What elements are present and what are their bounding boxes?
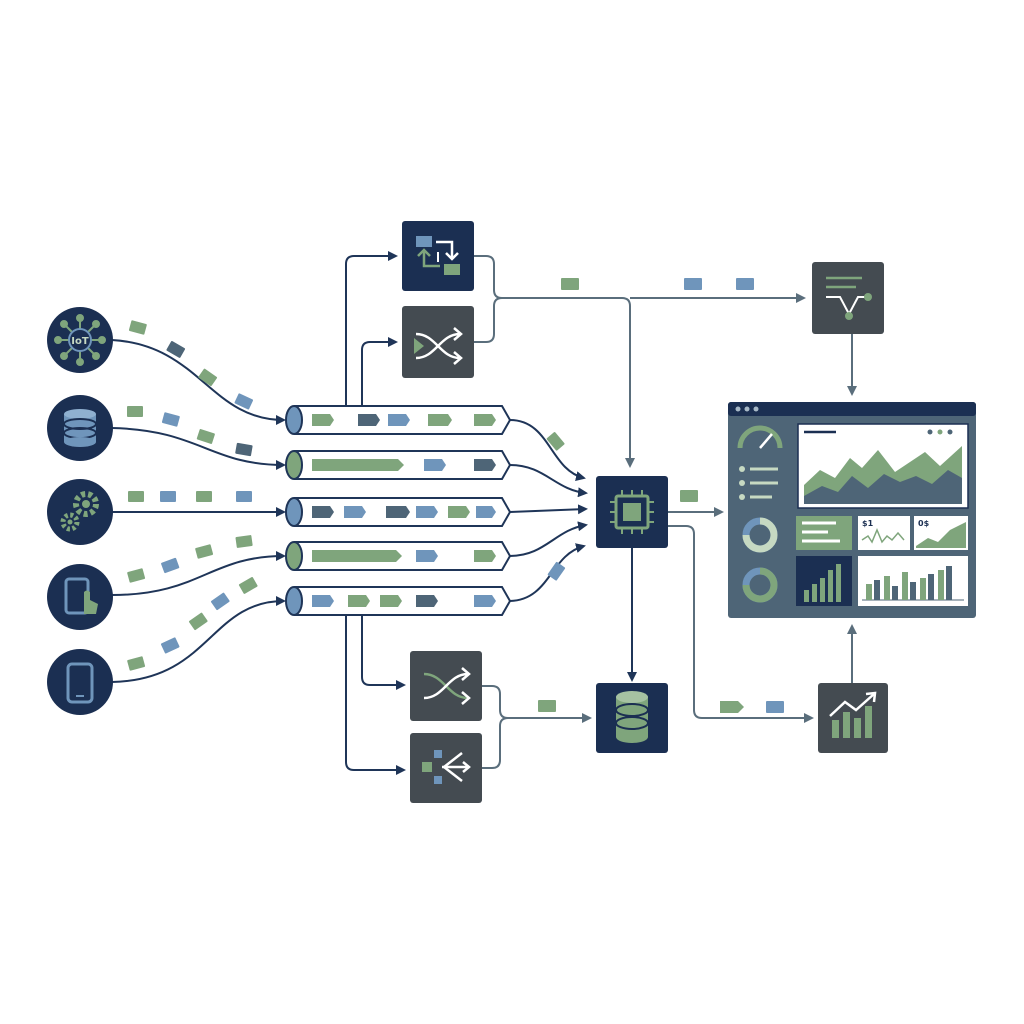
core-output-links bbox=[627, 507, 814, 723]
link-tablet-to-pipe4 bbox=[111, 551, 286, 596]
stream-pipe-3[interactable] bbox=[285, 497, 512, 527]
metric-list bbox=[739, 466, 778, 500]
processor-transform[interactable] bbox=[402, 221, 474, 291]
source-mobile-app[interactable] bbox=[47, 649, 113, 715]
stream-pipe-5[interactable] bbox=[285, 586, 512, 616]
source-iot-device[interactable]: IoT bbox=[47, 307, 113, 373]
fan-out-icon bbox=[422, 750, 471, 784]
donut-chart-top bbox=[742, 517, 778, 553]
mini-area-widget: 0$ bbox=[914, 516, 968, 550]
processor-shuffle-router[interactable] bbox=[402, 306, 474, 378]
gears-icon bbox=[60, 491, 99, 532]
monitoring-dashboard[interactable]: $1 0$ bbox=[728, 402, 976, 618]
tablet-touch-icon bbox=[64, 577, 98, 615]
stream-pipe-2[interactable] bbox=[285, 450, 512, 480]
sparkline-widget-label: $1 bbox=[862, 519, 874, 528]
bar-list-widget bbox=[796, 516, 852, 550]
iot-hub-icon bbox=[54, 314, 106, 366]
transform-cycle-icon bbox=[416, 236, 460, 275]
stream-pipes bbox=[285, 405, 512, 616]
core-output-packets bbox=[680, 490, 784, 713]
core-inbound-packets bbox=[546, 432, 566, 581]
stream-pipe-4[interactable] bbox=[285, 541, 512, 571]
source-packets bbox=[127, 320, 258, 671]
source-database[interactable] bbox=[47, 395, 113, 461]
upper-merge-packets bbox=[561, 278, 754, 290]
sparkline-widget: $1 bbox=[858, 516, 910, 550]
sink-filter-stage[interactable] bbox=[812, 262, 884, 334]
upper-merge-links bbox=[474, 255, 806, 468]
lower-merge-links bbox=[482, 685, 592, 769]
area-chart-panel bbox=[797, 423, 969, 509]
shuffle-icon bbox=[423, 667, 471, 705]
iot-label: IoT bbox=[71, 336, 89, 347]
sink-analytics[interactable] bbox=[818, 683, 888, 753]
dark-bar-chart-widget bbox=[796, 556, 852, 606]
cpu-chip-icon bbox=[610, 490, 654, 534]
window-controls bbox=[735, 406, 759, 412]
filter-funnel-icon bbox=[826, 276, 872, 320]
source-system-services[interactable] bbox=[47, 479, 113, 545]
source-nodes: IoT bbox=[47, 307, 113, 715]
link-phone-to-pipe5 bbox=[111, 596, 286, 683]
database-icon bbox=[615, 691, 649, 743]
core-stream-processor[interactable] bbox=[596, 476, 668, 548]
stream-pipe-1[interactable] bbox=[285, 405, 512, 435]
branch-links bbox=[345, 251, 406, 775]
gauge-widget bbox=[737, 425, 783, 449]
database-icon bbox=[63, 409, 97, 447]
source-links bbox=[111, 339, 286, 683]
shuffle-icon bbox=[414, 327, 463, 365]
source-tablet-app[interactable] bbox=[47, 564, 113, 630]
sink-data-store[interactable] bbox=[596, 683, 668, 753]
mini-area-widget-label: 0$ bbox=[918, 519, 930, 528]
lower-merge-packets bbox=[538, 700, 556, 712]
donut-chart-bottom bbox=[742, 567, 778, 603]
link-db-to-pipe2 bbox=[111, 427, 286, 470]
processor-shuffle-router-lower[interactable] bbox=[410, 651, 482, 721]
growth-chart-icon bbox=[829, 691, 877, 738]
link-iot-to-pipe1 bbox=[111, 339, 286, 425]
pipe-to-core-links bbox=[509, 419, 588, 602]
grouped-bar-chart-widget bbox=[858, 556, 968, 606]
processor-fan-out[interactable] bbox=[410, 733, 482, 803]
smartphone-icon bbox=[66, 662, 94, 704]
